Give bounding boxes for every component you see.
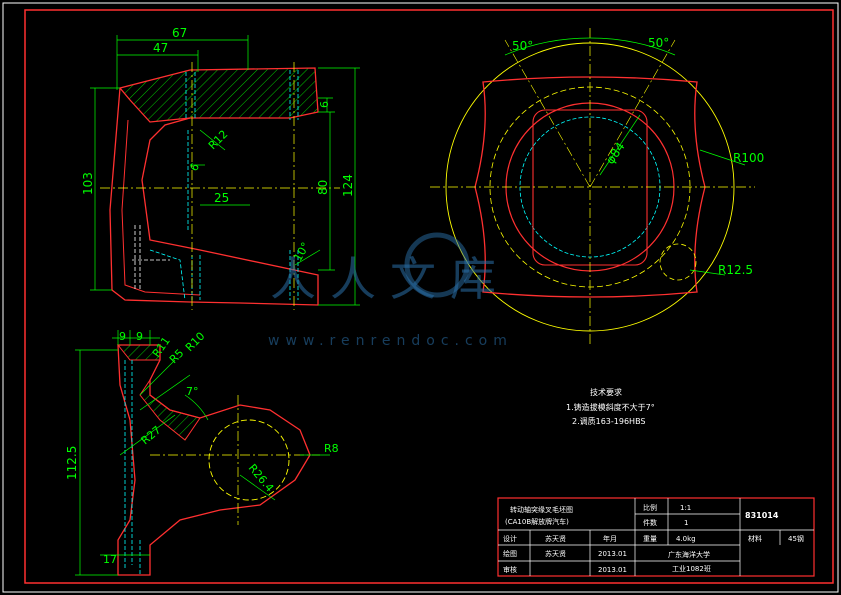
inner-border — [24, 9, 834, 584]
tb-drawing-name-1: 转动轴突缘叉毛坯图 — [510, 505, 573, 514]
dim-80: 80 — [316, 180, 330, 195]
notes-line-1: 1.铸造拔模斜度不大于7° — [566, 402, 655, 412]
tb-qty-label: 件数 — [643, 518, 657, 527]
dim-r10: R10 — [183, 330, 207, 354]
tb-weight-value: 4.0kg — [676, 535, 696, 543]
tb-review-date: 2013.01 — [598, 566, 627, 574]
top-dimensions — [504, 37, 746, 276]
dim-r12-5: R12.5 — [718, 263, 753, 277]
watermark-url: www.renrendoc.com — [268, 333, 513, 349]
dim-50a: 50° — [512, 39, 533, 53]
dim-103: 103 — [81, 172, 95, 195]
tb-draw-label: 绘图 — [503, 549, 517, 558]
dim-r12: R12 — [206, 128, 230, 152]
tb-drawing-name-2: (CA10B解放牌汽车) — [505, 517, 569, 526]
body-outline — [109, 87, 319, 306]
tb-school: 广东海洋大学 — [668, 550, 710, 559]
hatched-section — [118, 67, 319, 123]
dim-7deg: 7° — [186, 385, 199, 398]
tb-class-name: 工业1082班 — [672, 564, 711, 573]
tb-code: 831014 — [745, 511, 779, 520]
tb-material-label: 材料 — [748, 534, 762, 543]
dim-r27: R27 — [139, 423, 164, 447]
watermark-logo — [404, 232, 470, 298]
lug-circle — [659, 243, 697, 281]
dim-r8: R8 — [324, 442, 339, 455]
tb-review-label: 审核 — [503, 565, 517, 574]
tb-weight-label: 重量 — [643, 535, 657, 543]
technical-notes: 技术要求 1.铸造拔模斜度不大于7° 2.调质163-196HBS — [566, 387, 655, 426]
notes-line-2: 2.调质163-196HBS — [572, 416, 646, 426]
dim-124: 124 — [341, 174, 355, 197]
front-dimensions — [90, 35, 360, 306]
dim-17: 17 — [103, 553, 117, 566]
angle-line-l — [504, 39, 591, 188]
inner-square — [532, 109, 648, 266]
dim-phi84: φ84 — [603, 140, 628, 167]
dim-25: 25 — [214, 191, 229, 205]
inner-outline — [121, 119, 201, 296]
tb-date-label: 年月 — [603, 534, 617, 543]
tb-draw-date: 2013.01 — [598, 550, 627, 558]
dim-r5: R5 — [167, 347, 187, 367]
title-block-frame — [497, 497, 815, 577]
side-hatch — [139, 378, 201, 441]
tb-scale-value: 1:1 — [680, 504, 691, 512]
tb-design-name: 苏天贤 — [545, 534, 566, 543]
hidden-lines — [149, 70, 299, 301]
tb-scale-label: 比例 — [643, 503, 657, 512]
dim-112-5: 112.5 — [65, 446, 79, 480]
title-block: 转动轴突缘叉毛坯图 (CA10B解放牌汽车) 比例 1:1 件数 1 83101… — [497, 497, 815, 577]
side-inner-lines — [124, 360, 141, 575]
side-hatch-top — [116, 344, 161, 361]
watermark: 人人文库 www.renrendoc.com — [268, 232, 513, 349]
dim-47: 47 — [153, 41, 168, 55]
yoke-outline — [474, 76, 706, 298]
side-view: 9 9 R11 R5 R10 7° R27 112.5 R26.4 R8 17 — [65, 330, 339, 576]
dim-67: 67 — [172, 26, 187, 40]
hidden-lines-white — [132, 225, 170, 290]
angle-line-r — [589, 39, 676, 188]
side-bore-circle — [208, 419, 290, 501]
tb-qty-value: 1 — [684, 519, 688, 527]
watermark-text: 人人文库 — [270, 252, 510, 306]
dim-6-mid: 6 — [187, 161, 202, 174]
tb-design-label: 设计 — [503, 534, 517, 543]
dim-9a: 9 — [119, 330, 126, 343]
tb-draw-name: 苏天贤 — [545, 549, 566, 558]
side-dimensions — [75, 330, 330, 576]
dim-r100: R100 — [733, 151, 764, 165]
notes-title: 技术要求 — [590, 387, 622, 397]
dim-9b: 9 — [136, 330, 143, 343]
side-outline — [117, 344, 311, 576]
tb-material-value: 45钢 — [788, 534, 804, 543]
dim-6-top: 6 — [318, 101, 331, 108]
dim-50b: 50° — [648, 36, 669, 50]
